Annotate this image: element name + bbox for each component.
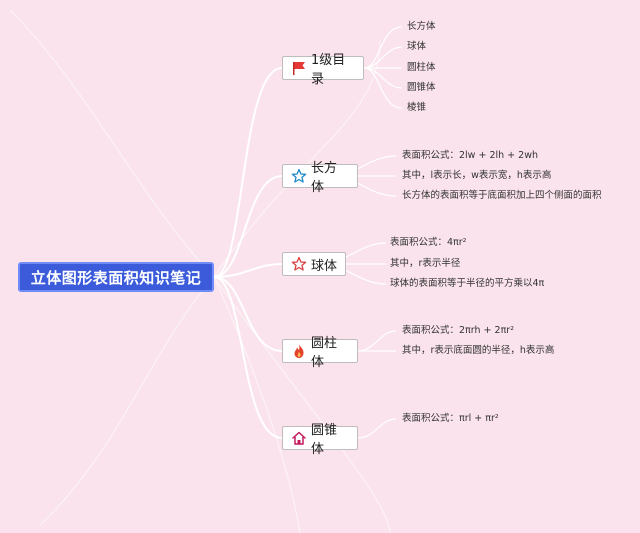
topic-sphere[interactable]: 球体 [282,252,346,276]
root-title: 立体图形表面积知识笔记 [30,268,202,287]
outline-star-icon-red [291,256,307,272]
flame-icon [291,343,307,359]
leaf-cylinder[interactable]: 圆柱体 [407,62,436,73]
red-flag-icon [291,60,307,76]
leaf-sphere-formula[interactable]: 表面积公式：4πr² [390,237,467,248]
topic-label: 1级目录 [311,53,346,87]
outline-star-icon-blue [291,168,307,184]
leaf-cone-formula[interactable]: 表面积公式：πrl + πr² [402,413,499,424]
root-topic[interactable]: 立体图形表面积知识笔记 [18,262,214,292]
leaf-pyramid[interactable]: 棱锥 [407,102,427,113]
topic-label: 圆锥体 [311,423,338,457]
leaf-sphere-explanation[interactable]: 球体的表面积等于半径的平方乘以4π [390,278,545,289]
topic-cone[interactable]: 圆锥体 [282,423,358,457]
leaf-cuboid-variables[interactable]: 其中，l表示长，w表示宽，h表示高 [402,170,552,181]
leaf-cylinder-variables[interactable]: 其中，r表示底面圆的半径，h表示高 [402,345,555,356]
leaf-cuboid[interactable]: 长方体 [407,21,436,32]
topic-label: 圆柱体 [311,336,338,370]
topic-label: 球体 [311,258,338,274]
house-icon [291,430,307,446]
topic-cuboid[interactable]: 长方体 [282,161,358,195]
leaf-cone[interactable]: 圆锥体 [407,82,436,93]
topic-label: 长方体 [311,161,338,195]
leaf-sphere[interactable]: 球体 [407,41,427,52]
topic-level1-directory[interactable]: 1级目录 [282,53,364,87]
leaf-cuboid-explanation[interactable]: 长方体的表面积等于底面积加上四个侧面的面积 [402,190,602,201]
leaf-cylinder-formula[interactable]: 表面积公式：2πrh + 2πr² [402,325,515,336]
leaf-sphere-variables[interactable]: 其中，r表示半径 [390,258,461,269]
topic-cylinder[interactable]: 圆柱体 [282,336,358,370]
leaf-cuboid-formula[interactable]: 表面积公式：2lw + 2lh + 2wh [402,150,538,161]
